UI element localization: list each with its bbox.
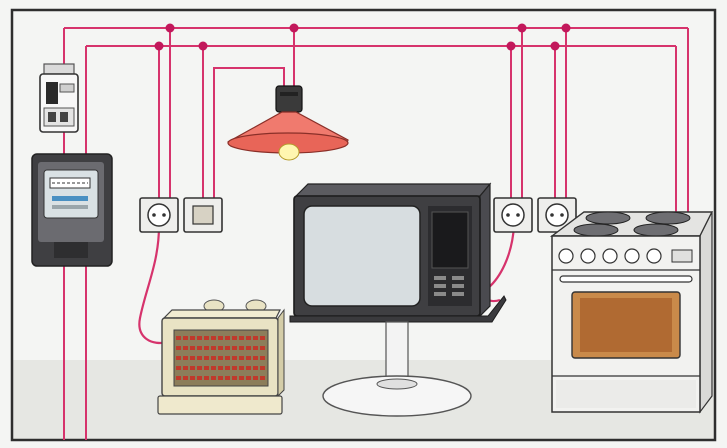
light-switch-icon (192, 205, 214, 225)
power-socket-icon (501, 203, 525, 227)
stove-knob (580, 248, 596, 264)
heater-cord (138, 225, 169, 345)
hotplate (633, 223, 679, 237)
stove-knob (624, 248, 640, 264)
wall-socket-left (139, 197, 179, 233)
stove-knob (602, 248, 618, 264)
circuit-breaker-icon (39, 63, 79, 133)
electricity-meter-icon (31, 153, 113, 267)
power-socket-icon (147, 203, 171, 227)
ceiling-lamp-icon (227, 85, 349, 161)
junction-node (550, 41, 560, 51)
power-socket-icon (545, 203, 569, 227)
oven-handle (559, 275, 693, 283)
junction-node (561, 23, 571, 33)
stove-knob (558, 248, 574, 264)
wall-socket-far-right (537, 197, 577, 233)
junction-node (165, 23, 175, 33)
hotplate (573, 223, 619, 237)
junction-node (154, 41, 164, 51)
television-icon (289, 182, 507, 417)
junction-node (506, 41, 516, 51)
stove-icon (549, 211, 714, 414)
wire-junctions (154, 23, 571, 51)
light-switch (183, 197, 223, 233)
lamp-switched-wire (213, 67, 285, 200)
wiring (63, 27, 689, 440)
hotplate (645, 211, 691, 225)
junction-node (289, 23, 299, 33)
wall-socket-right (493, 197, 533, 233)
heater-icon (157, 299, 285, 415)
junction-node (517, 23, 527, 33)
frame-border (10, 8, 717, 442)
hotplate (585, 211, 631, 225)
bulb (278, 143, 300, 161)
stove-knob (646, 248, 662, 264)
junction-node (198, 41, 208, 51)
